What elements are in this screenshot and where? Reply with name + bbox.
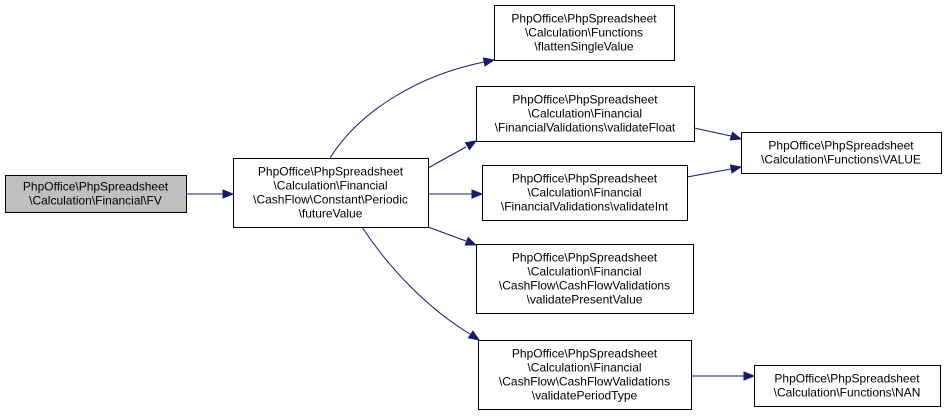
node-box xyxy=(476,244,694,314)
node-validatePeriodType[interactable]: PhpOffice\PhpSpreadsheet\Calculation\Fin… xyxy=(478,340,692,410)
node-label-line: PhpOffice\PhpSpreadsheet xyxy=(258,165,404,179)
arrowhead-icon xyxy=(729,131,743,141)
node-futureValue[interactable]: PhpOffice\PhpSpreadsheet\Calculation\Fin… xyxy=(233,158,429,228)
node-label-line: PhpOffice\PhpSpreadsheet xyxy=(23,180,169,194)
edge-validateInt-to-VALUE xyxy=(686,164,743,178)
node-label-line: \Calculation\Financial xyxy=(527,361,641,375)
arrowhead-icon xyxy=(467,330,481,341)
node-VALUE[interactable]: PhpOffice\PhpSpreadsheet\Calculation\Fun… xyxy=(741,132,942,174)
node-validateInt[interactable]: PhpOffice\PhpSpreadsheet\Calculation\Fin… xyxy=(482,165,688,221)
node-label-line: PhpOffice\PhpSpreadsheet xyxy=(512,93,658,107)
node-label-line: PhpOffice\PhpSpreadsheet xyxy=(774,372,920,386)
node-label-line: \flattenSingleValue xyxy=(534,40,634,54)
arrowhead-icon xyxy=(464,236,478,246)
edge-line xyxy=(693,127,732,137)
node-box xyxy=(478,340,692,410)
edge-fv-to-futureValue xyxy=(186,189,235,199)
node-label-line: PhpOffice\PhpSpreadsheet xyxy=(511,12,657,26)
node-label-line: \CashFlow\CashFlowValidations xyxy=(499,279,670,293)
node-label-line: \validatePresentValue xyxy=(527,293,643,307)
node-fv[interactable]: PhpOffice\PhpSpreadsheet\Calculation\Fin… xyxy=(5,175,187,213)
node-label-line: PhpOffice\PhpSpreadsheet xyxy=(512,251,658,265)
node-label-line: \futureValue xyxy=(299,207,363,221)
node-box xyxy=(233,158,429,228)
arrowhead-icon xyxy=(482,57,496,67)
edge-validateFloat-to-VALUE xyxy=(693,127,743,141)
node-label-line: \FinancialValidations\validateFloat xyxy=(495,121,676,135)
arrowhead-icon xyxy=(464,140,478,151)
node-label-line: \Calculation\Functions xyxy=(525,26,643,40)
node-validatePresentValue[interactable]: PhpOffice\PhpSpreadsheet\Calculation\Fin… xyxy=(476,244,694,314)
arrowhead-icon xyxy=(222,189,235,199)
arrowhead-icon xyxy=(743,371,756,381)
node-label-line: \CashFlow\CashFlowValidations xyxy=(499,375,670,389)
node-box xyxy=(741,132,942,174)
arrowhead-icon xyxy=(729,164,743,174)
node-validateFloat[interactable]: PhpOffice\PhpSpreadsheet\Calculation\Fin… xyxy=(476,86,695,142)
edges-layer xyxy=(186,57,756,381)
node-NAN[interactable]: PhpOffice\PhpSpreadsheet\Calculation\Fun… xyxy=(754,365,941,407)
node-label-line: \Calculation\Functions\NAN xyxy=(774,386,921,400)
node-label-line: \Calculation\Financial xyxy=(528,107,642,121)
node-label-line: PhpOffice\PhpSpreadsheet xyxy=(512,347,658,361)
node-label-line: \Calculation\Financial xyxy=(273,179,387,193)
node-label-line: \Calculation\Financial\FV xyxy=(29,194,162,208)
edge-futureValue-to-flattenSingleValue xyxy=(329,57,496,159)
edge-line xyxy=(427,146,467,169)
node-label-line: \Calculation\Financial xyxy=(527,186,641,200)
node-label-line: PhpOffice\PhpSpreadsheet xyxy=(512,172,658,186)
edge-futureValue-to-validateInt xyxy=(428,189,484,199)
node-label-line: \CashFlow\Constant\Periodic xyxy=(253,193,408,207)
edge-futureValue-to-validatePeriodType xyxy=(361,226,481,341)
edge-line xyxy=(329,61,485,159)
node-label-line: PhpOffice\PhpSpreadsheet xyxy=(768,139,914,153)
edge-futureValue-to-validateFloat xyxy=(427,140,478,169)
node-box xyxy=(482,165,688,221)
node-label-line: \Calculation\Financial xyxy=(527,265,641,279)
nodes-layer: PhpOffice\PhpSpreadsheet\Calculation\Fin… xyxy=(5,5,942,410)
arrowhead-icon xyxy=(471,189,484,199)
node-box xyxy=(494,5,675,61)
edge-line xyxy=(361,226,471,335)
node-label-line: \FinancialValidations\validateInt xyxy=(501,200,669,214)
node-label-line: \Calculation\Functions\VALUE xyxy=(761,153,921,167)
node-box xyxy=(476,86,695,142)
node-label-line: \validatePeriodType xyxy=(532,389,638,403)
node-box xyxy=(754,365,941,407)
edge-validatePeriodType-to-NAN xyxy=(691,371,756,381)
node-box xyxy=(5,175,187,213)
edge-line xyxy=(686,168,732,178)
node-flattenSingleValue[interactable]: PhpOffice\PhpSpreadsheet\Calculation\Fun… xyxy=(494,5,675,61)
edge-futureValue-to-validatePresentValue xyxy=(427,226,478,246)
edge-line xyxy=(427,226,467,242)
